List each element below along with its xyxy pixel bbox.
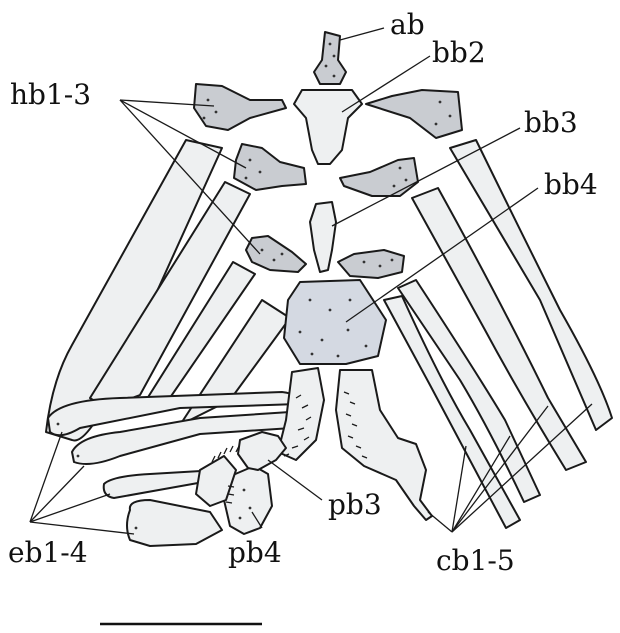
hb2-right: [340, 158, 418, 196]
label-ab: ab: [390, 8, 425, 41]
basibranchials: [284, 32, 386, 364]
hb3-left: [246, 236, 306, 272]
label-pb3: pb3: [328, 488, 382, 521]
eb4: [127, 500, 222, 546]
label-eb1-4: eb1-4: [8, 536, 88, 569]
bb2-bone: [294, 90, 362, 164]
label-bb2: bb2: [432, 36, 486, 69]
hb1-left: [194, 84, 286, 130]
hb3-right: [338, 250, 404, 278]
label-bb4: bb4: [544, 168, 598, 201]
label-pb4: pb4: [228, 536, 282, 569]
bb4-bone: [284, 280, 386, 364]
pb3-bone: [238, 432, 286, 470]
label-bb3: bb3: [524, 106, 578, 139]
label-hb1-3: hb1-3: [10, 78, 91, 111]
bb3-bone: [310, 202, 336, 272]
hb1-right: [366, 90, 462, 138]
label-cb1-5: cb1-5: [436, 544, 515, 577]
